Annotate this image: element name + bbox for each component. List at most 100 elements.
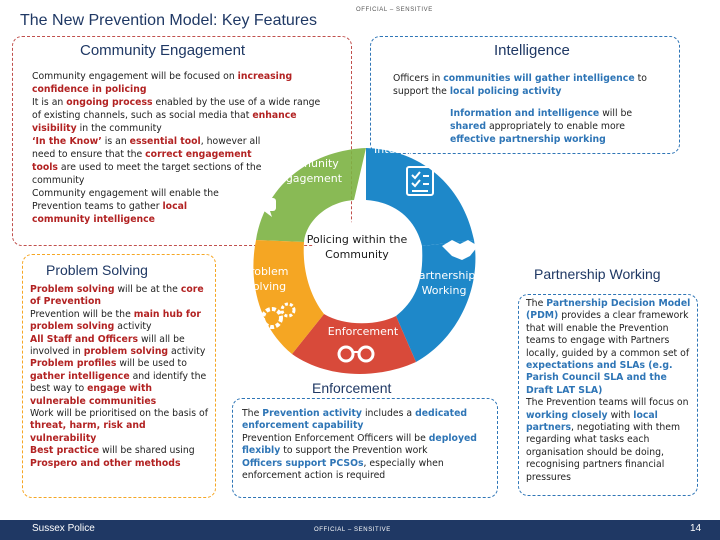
ps-1a: Problem solving bbox=[30, 284, 115, 295]
ring-label-partnership: Partnership Working bbox=[412, 269, 476, 297]
in-2b: will be bbox=[599, 108, 633, 119]
partnership-working-panel bbox=[518, 294, 698, 496]
in-1c: to support the bbox=[393, 73, 647, 97]
intelligence-point-2: Information and intelligence will be sha… bbox=[450, 107, 668, 146]
ps-2b: main hub for problem solving bbox=[30, 308, 201, 333]
en-point-3: Officers support PCSOs, especially when … bbox=[242, 458, 492, 483]
intelligence-heading: Intelligence bbox=[494, 42, 570, 59]
community-engagement-text: Community engagement will be focused on … bbox=[32, 70, 332, 226]
pw-2b: working closely bbox=[526, 409, 608, 421]
community-engagement-panel bbox=[12, 36, 352, 246]
problem-solving-panel bbox=[22, 254, 216, 498]
ps-point-6: Best practice will be shared using Prosp… bbox=[30, 445, 210, 470]
ce-point-1: Community engagement will be focused on … bbox=[32, 70, 332, 96]
en-3b: , especially when enforcement action is … bbox=[242, 457, 444, 482]
footer-bar bbox=[0, 520, 720, 540]
ps-4c: gather intelligence bbox=[30, 370, 130, 382]
en-point-1: The Prevention activity includes a dedic… bbox=[242, 408, 492, 433]
community-segment bbox=[256, 148, 366, 242]
intelligence-panel bbox=[370, 36, 680, 154]
footer-page-number: 14 bbox=[690, 523, 702, 534]
ps-4a: Problem profiles bbox=[30, 358, 117, 370]
ring-white-star bbox=[308, 204, 414, 300]
ps-4d: and identify the best way to bbox=[30, 370, 207, 395]
ps-point-4: Problem profiles will be used to gather … bbox=[30, 358, 210, 408]
ps-6c: Prospero and other methods bbox=[30, 457, 181, 469]
ce-4b: local community intelligence bbox=[32, 201, 188, 225]
ring-label-problem: Problem Solving bbox=[243, 265, 289, 293]
ce-1b: increasing confidence in policing bbox=[32, 71, 293, 95]
ps-point-3: All Staff and Officers will all be invol… bbox=[30, 334, 210, 359]
en-point-2: Prevention Enforcement Officers will be … bbox=[242, 433, 492, 458]
pw-1c: provides a clear framework that will ena… bbox=[526, 310, 690, 359]
partnership-working-heading: Partnership Working bbox=[534, 266, 661, 282]
classification-bottom: OFFICIAL – SENSITIVE bbox=[314, 527, 391, 533]
ps-point-5: Work will be prioritised on the basis of… bbox=[30, 408, 210, 445]
gears-icon bbox=[261, 302, 296, 329]
ce-2e: in the community bbox=[76, 123, 162, 134]
ps-3d: activity bbox=[168, 346, 206, 358]
ps-1b: will be at the bbox=[114, 284, 181, 295]
classification-top: OFFICIAL – SENSITIVE bbox=[356, 7, 433, 13]
pw-1a: The bbox=[526, 298, 547, 309]
en-3a: Officers support PCSOs bbox=[242, 457, 364, 469]
ce-2a: It is an bbox=[32, 97, 67, 108]
in-1b: communities will gather intelligence bbox=[443, 73, 635, 84]
intelligence-segment bbox=[366, 148, 474, 246]
in-2d: appropriately to enable more bbox=[485, 121, 625, 132]
footer-org: Sussex Police bbox=[32, 523, 95, 534]
page-title: The New Prevention Model: Key Features bbox=[20, 12, 318, 29]
in-1a: Officers in bbox=[393, 73, 444, 84]
ring-label-community: Community Engagement bbox=[271, 157, 343, 185]
ce-point-4: Community engagement will enable the Pre… bbox=[32, 187, 232, 226]
ce-4a: Community engagement will enable the Pre… bbox=[32, 188, 219, 212]
ps-6b: will be shared using bbox=[99, 445, 195, 457]
en-1c: includes a bbox=[361, 408, 416, 419]
en-2b: deployed flexibly bbox=[242, 432, 477, 457]
enforcement-text: The Prevention activity includes a dedic… bbox=[242, 408, 492, 482]
ps-3b: will all be involved in bbox=[30, 333, 185, 358]
pw-2e: , negotiating with them regarding what t… bbox=[526, 422, 681, 483]
pw-point-1: The Partnership Decision Model (PDM) pro… bbox=[526, 298, 696, 397]
en-2c: to support the Prevention work bbox=[280, 445, 428, 457]
ps-point-2: Prevention will be the main hub for prob… bbox=[30, 309, 210, 334]
problem-solving-text: Problem solving will be at the core of P… bbox=[30, 284, 210, 470]
ce-3a: ‘In the Know’ bbox=[32, 136, 102, 147]
speech-bubbles-icon bbox=[242, 188, 276, 217]
ps-1c: core of Prevention bbox=[30, 284, 204, 308]
enforcement-panel bbox=[232, 398, 498, 498]
ce-3c: essential tool bbox=[129, 136, 201, 147]
in-2e: effective partnership working bbox=[450, 134, 606, 145]
partnership-working-text: The Partnership Decision Model (PDM) pro… bbox=[526, 298, 696, 484]
ce-3f: are used to meet the target sections of … bbox=[32, 162, 262, 186]
pw-2d: local partners bbox=[526, 409, 658, 434]
ps-4b: will be used to bbox=[116, 358, 187, 370]
ce-2d: enhance visibility bbox=[32, 110, 297, 134]
ps-5b: threat, harm, risk and vulnerability bbox=[30, 420, 146, 444]
ps-3c: problem solving bbox=[83, 346, 169, 358]
pw-1b: Partnership Decision Model (PDM) bbox=[526, 298, 691, 322]
checklist-icon bbox=[406, 166, 434, 196]
ce-point-3: ‘In the Know’ is an essential tool, howe… bbox=[32, 135, 264, 187]
ps-5a: Work will be prioritised on the basis of bbox=[30, 408, 208, 420]
en-2a: Prevention Enforcement Officers will be bbox=[242, 432, 429, 444]
in-2a: Information and intelligence bbox=[450, 108, 600, 119]
en-1b: Prevention activity bbox=[262, 408, 362, 419]
ce-3d: , however all need to ensure that the bbox=[32, 136, 261, 160]
pw-1d: expectations and SLAs (e.g. Parish Counc… bbox=[526, 360, 673, 396]
enforcement-heading: Enforcement bbox=[312, 380, 392, 396]
ce-3e: correct engagement tools bbox=[32, 149, 252, 173]
pw-2a: The Prevention teams will focus on bbox=[526, 397, 689, 409]
ps-2a: Prevention will be the bbox=[30, 308, 134, 320]
intelligence-point-1: Officers in communities will gather inte… bbox=[393, 72, 655, 98]
ps-6a: Best practice bbox=[30, 445, 100, 457]
partnership-segment bbox=[396, 240, 476, 362]
handshake-icon bbox=[442, 240, 478, 260]
in-2c: shared bbox=[450, 121, 486, 132]
ce-2c: enabled by the use of a wide range of ex… bbox=[32, 97, 321, 121]
handcuffs-icon bbox=[337, 345, 375, 363]
enforcement-segment bbox=[292, 314, 416, 374]
ps-3a: All Staff and Officers bbox=[30, 333, 138, 345]
en-1a: The bbox=[242, 408, 263, 419]
pw-point-2: The Prevention teams will focus on worki… bbox=[526, 397, 696, 484]
